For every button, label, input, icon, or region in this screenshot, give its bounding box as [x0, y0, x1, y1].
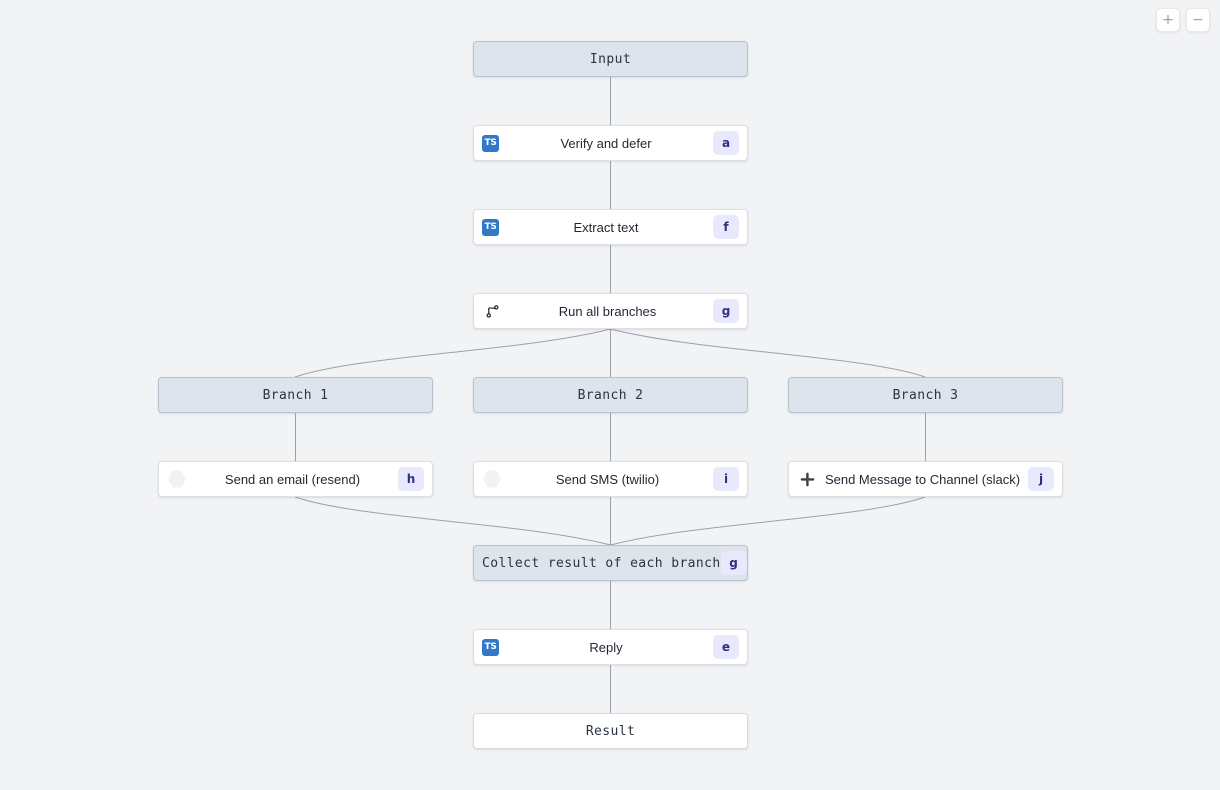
node-send-an-email-badge[interactable]: h [398, 467, 424, 491]
node-collect-result-badge[interactable]: g [720, 551, 747, 575]
edge-email-collect [294, 496, 611, 546]
node-extract-text-label: Extract text [573, 219, 639, 235]
node-collect-result[interactable]: Collect result of each branch g [473, 545, 748, 581]
edge-slack-collect [610, 496, 926, 546]
node-send-message-to-channel-label: Send Message to Channel (slack) [824, 471, 1021, 487]
node-send-an-email-label: Send an email (resend) [224, 471, 361, 487]
node-run-all-branches-badge[interactable]: g [713, 299, 739, 323]
node-branch-2[interactable]: Branch 2 [473, 377, 748, 413]
node-run-all-branches[interactable]: Run all branches g [473, 293, 748, 329]
node-collect-result-label: Collect result of each branch [482, 555, 721, 571]
node-send-sms-badge[interactable]: i [713, 467, 739, 491]
slack-icon [797, 469, 817, 489]
node-verify-and-defer-badge[interactable]: a [713, 131, 739, 155]
node-branch-3-label: Branch 3 [892, 387, 959, 403]
git-branch-icon [482, 301, 502, 321]
zoom-controls: + − [1156, 8, 1210, 32]
zoom-out-button[interactable]: − [1186, 8, 1210, 32]
node-reply[interactable]: TS Reply e [473, 629, 748, 665]
node-branch-1[interactable]: Branch 1 [158, 377, 433, 413]
typescript-icon: TS [482, 638, 499, 656]
node-reply-label: Reply [589, 639, 623, 655]
node-send-sms[interactable]: Send SMS (twilio) i [473, 461, 748, 497]
node-input-label: Input [589, 51, 632, 67]
node-send-an-email[interactable]: Send an email (resend) h [158, 461, 433, 497]
node-send-sms-label: Send SMS (twilio) [555, 471, 660, 487]
node-verify-and-defer[interactable]: TS Verify and defer a [473, 125, 748, 161]
edge-runall-branch1 [294, 328, 611, 378]
edge-runall-branch3 [610, 328, 926, 378]
node-run-all-branches-label: Run all branches [558, 303, 657, 319]
node-extract-text-badge[interactable]: f [713, 215, 739, 239]
node-reply-badge[interactable]: e [713, 635, 739, 659]
node-result[interactable]: Result [473, 713, 748, 749]
typescript-icon: TS [482, 218, 499, 236]
node-verify-and-defer-label: Verify and defer [560, 135, 652, 151]
zoom-in-button[interactable]: + [1156, 8, 1180, 32]
node-branch-1-label: Branch 1 [262, 387, 329, 403]
typescript-icon: TS [482, 134, 499, 152]
node-input[interactable]: Input [473, 41, 748, 77]
node-extract-text[interactable]: TS Extract text f [473, 209, 748, 245]
blank-app-icon [167, 469, 187, 489]
node-branch-2-label: Branch 2 [577, 387, 644, 403]
node-send-message-to-channel[interactable]: Send Message to Channel (slack) j [788, 461, 1063, 497]
node-branch-3[interactable]: Branch 3 [788, 377, 1063, 413]
node-send-message-to-channel-badge[interactable]: j [1028, 467, 1054, 491]
blank-app-icon [482, 469, 502, 489]
node-result-label: Result [585, 723, 636, 739]
